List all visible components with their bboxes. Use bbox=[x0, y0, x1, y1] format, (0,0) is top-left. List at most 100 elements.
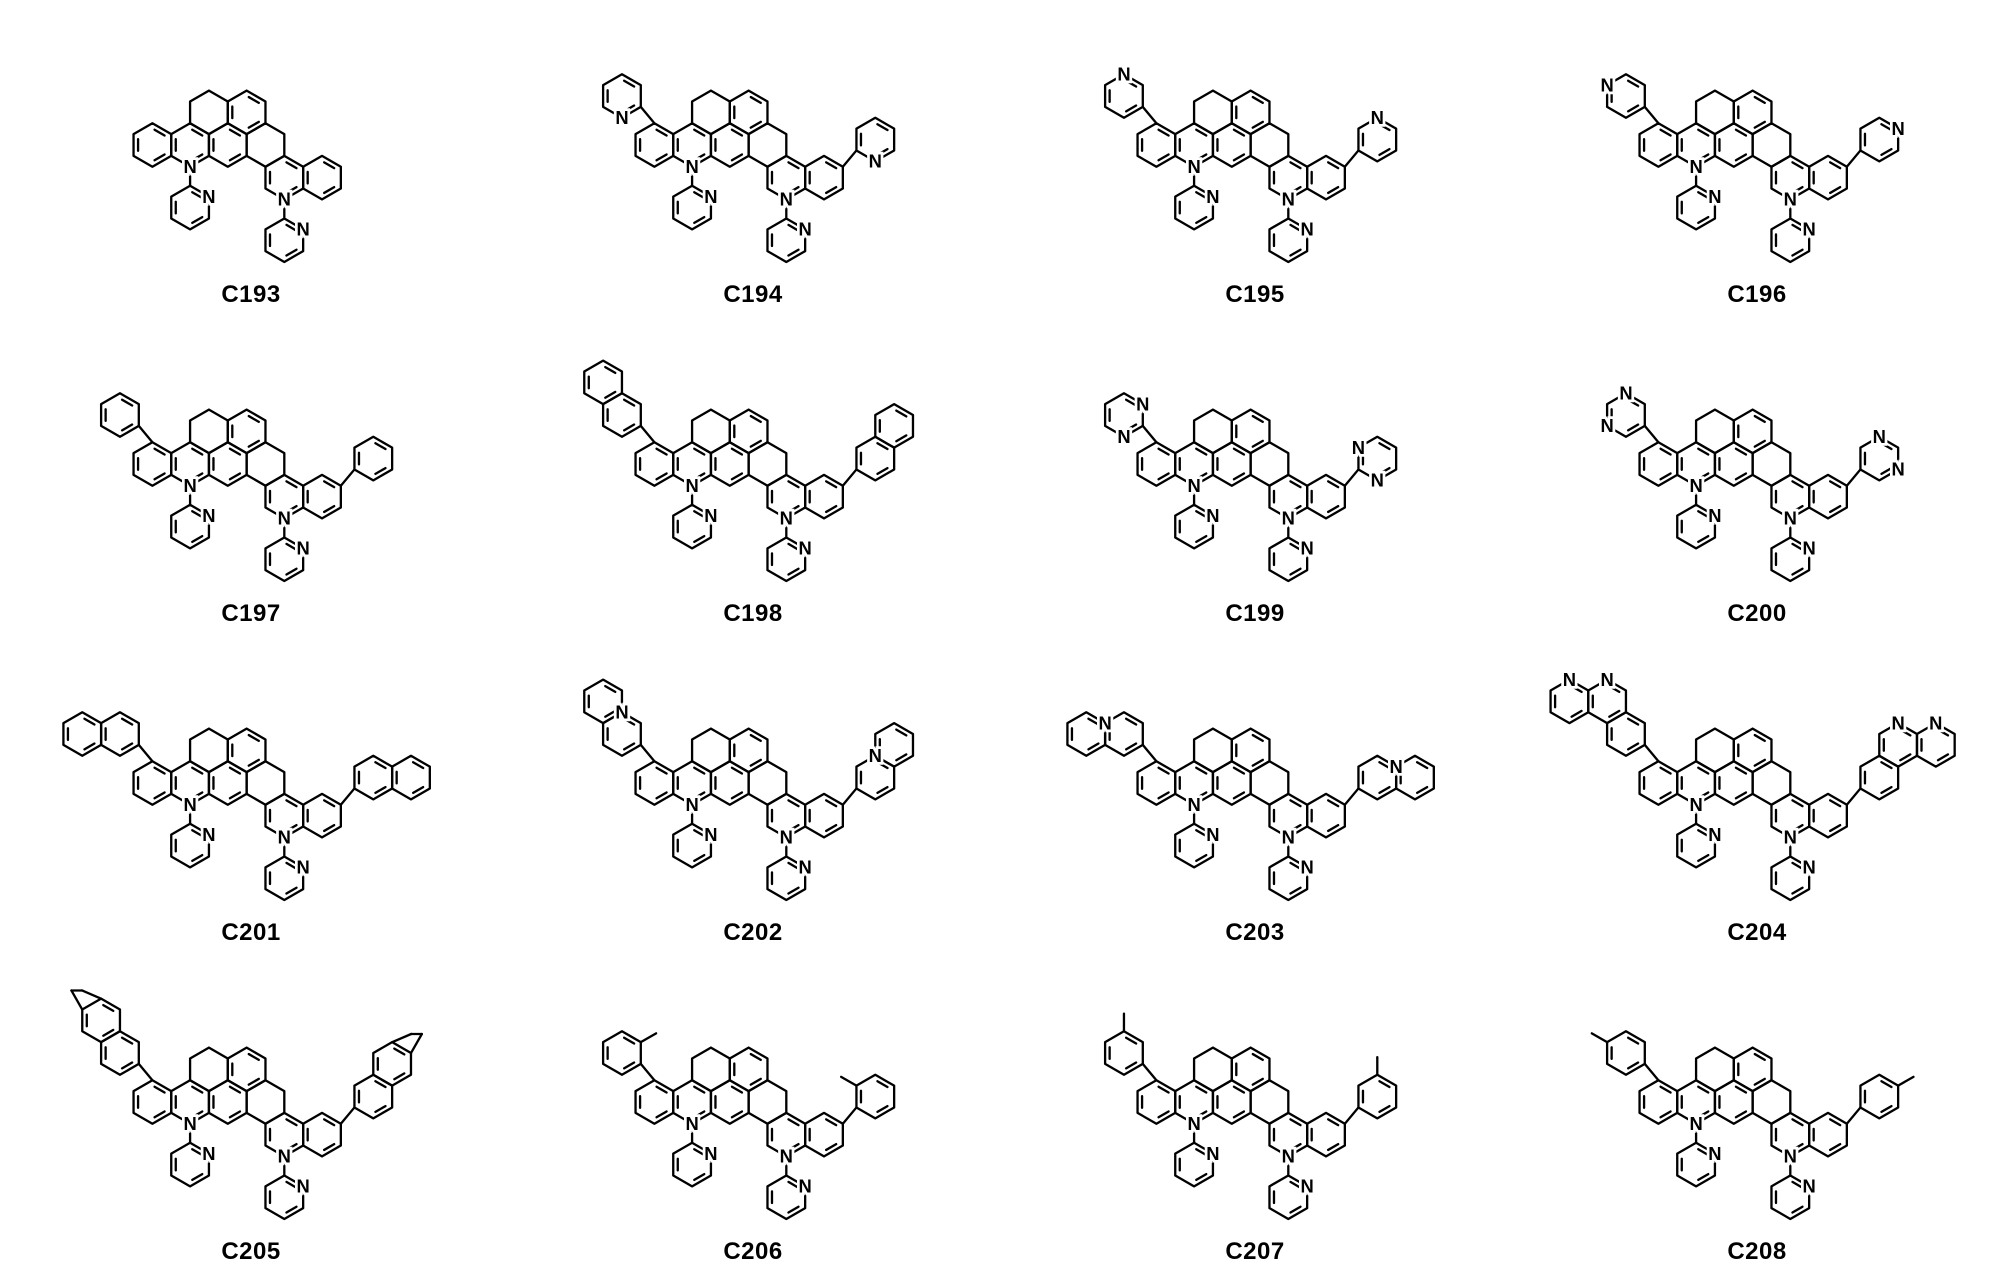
nitrogen-atom-label: N bbox=[202, 1143, 215, 1164]
pendant-pyridine-right bbox=[766, 198, 807, 264]
nitrogen-atom-label: N bbox=[1784, 1146, 1797, 1167]
nitrogen-atom-label: N bbox=[615, 701, 628, 722]
core-scaffold bbox=[132, 727, 342, 839]
nitrogen-atom-label: N bbox=[1206, 824, 1219, 845]
compound-label: C204 bbox=[1727, 919, 1787, 946]
nitrogen-atom-label: N bbox=[1873, 426, 1886, 447]
pendant-pyridine-left bbox=[1174, 165, 1215, 231]
nitrogen-atom-label: N bbox=[183, 794, 196, 815]
pendant-pyridine-right bbox=[766, 836, 807, 902]
substituent-right bbox=[339, 435, 394, 487]
pendant-pyridine-left bbox=[1676, 1122, 1717, 1188]
substituent-right bbox=[1343, 1055, 1398, 1125]
nitrogen-atom-label: N bbox=[1892, 118, 1905, 139]
pendant-pyridine-right bbox=[1770, 836, 1811, 902]
nitrogen-atom-label: N bbox=[297, 1175, 310, 1196]
pendant-pyridine-right bbox=[264, 198, 305, 264]
compound-label: C193 bbox=[221, 281, 281, 308]
pendant-pyridine-right bbox=[1268, 1155, 1309, 1221]
nitrogen-atom-label: N bbox=[278, 827, 291, 848]
core-scaffold bbox=[1136, 727, 1346, 839]
substituent-left bbox=[1590, 1030, 1660, 1082]
pendant-pyridine-left bbox=[672, 1122, 713, 1188]
nitrogen-atom-label: N bbox=[780, 1146, 793, 1167]
core-scaffold bbox=[1136, 1046, 1346, 1158]
nitrogen-atom-label: N bbox=[869, 745, 882, 766]
nitrogen-atom-label: N bbox=[1282, 827, 1295, 848]
nitrogen-atom-label: N bbox=[1892, 459, 1905, 480]
pendant-pyridine-right bbox=[1770, 198, 1811, 264]
substituent-left bbox=[601, 73, 656, 125]
nitrogen-atom-label: N bbox=[1136, 393, 1149, 414]
substituent-right bbox=[1845, 435, 1900, 487]
core-scaffold bbox=[132, 408, 342, 520]
substituent-right bbox=[841, 722, 915, 806]
substituent-left bbox=[62, 711, 154, 763]
nitrogen-atom-label: N bbox=[1929, 712, 1942, 733]
nitrogen-atom-label: N bbox=[1619, 382, 1632, 403]
nitrogen-atom-label: N bbox=[1803, 1175, 1816, 1196]
nitrogen-atom-label: N bbox=[704, 824, 717, 845]
nitrogen-atom-label: N bbox=[202, 824, 215, 845]
pendant-pyridine-left bbox=[1676, 165, 1717, 231]
substituent-right bbox=[339, 754, 431, 806]
pendant-pyridine-right bbox=[1770, 517, 1811, 583]
nitrogen-atom-label: N bbox=[1117, 63, 1130, 84]
compound-label: C206 bbox=[723, 1238, 783, 1265]
nitrogen-atom-label: N bbox=[869, 150, 882, 171]
core-scaffold bbox=[1638, 89, 1848, 201]
nitrogen-atom-label: N bbox=[1784, 827, 1797, 848]
nitrogen-atom-label: N bbox=[297, 537, 310, 558]
nitrogen-atom-label: N bbox=[1301, 537, 1314, 558]
nitrogen-atom-label: N bbox=[780, 827, 793, 848]
substituent-left bbox=[1103, 73, 1158, 125]
nitrogen-atom-label: N bbox=[1187, 475, 1200, 496]
nitrogen-atom-label: N bbox=[1784, 189, 1797, 210]
core-scaffold bbox=[1136, 89, 1346, 201]
substituent-left bbox=[70, 989, 154, 1082]
substituent-right bbox=[339, 1032, 424, 1125]
substituent-left bbox=[583, 359, 656, 444]
nitrogen-atom-label: N bbox=[615, 107, 628, 128]
substituent-right bbox=[1845, 116, 1900, 168]
pendant-pyridine-right bbox=[1268, 198, 1309, 264]
nitrogen-atom-label: N bbox=[183, 1113, 196, 1134]
nitrogen-atom-label: N bbox=[780, 508, 793, 529]
nitrogen-atom-label: N bbox=[1689, 1113, 1702, 1134]
nitrogen-atom-label: N bbox=[1600, 669, 1613, 690]
nitrogen-atom-label: N bbox=[1117, 426, 1130, 447]
core-scaffold bbox=[634, 89, 844, 201]
nitrogen-atom-label: N bbox=[1600, 415, 1613, 436]
pendant-pyridine-left bbox=[1174, 803, 1215, 869]
compound-label: C199 bbox=[1225, 600, 1285, 627]
core-scaffold bbox=[1136, 408, 1346, 520]
substituent-right bbox=[841, 116, 896, 168]
nitrogen-atom-label: N bbox=[1301, 218, 1314, 239]
